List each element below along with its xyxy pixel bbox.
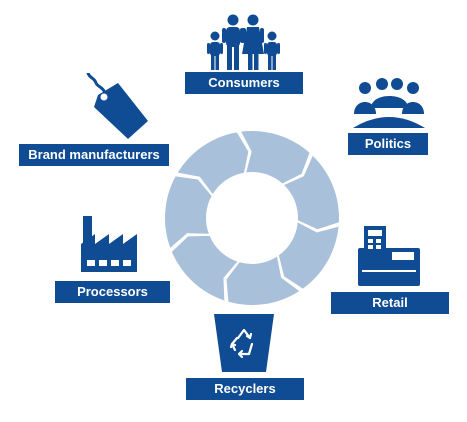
cycle-arrow-segment [226, 256, 300, 306]
cycle-arrow-segment [278, 222, 339, 289]
cycle-arrow-segment [171, 235, 238, 301]
family-icon [207, 14, 280, 70]
recycling-bin-icon [214, 314, 274, 372]
label-brand-manufacturers: Brand manufacturers [19, 144, 169, 166]
cycle-arrow-segment [177, 132, 249, 195]
meeting-icon [353, 78, 425, 128]
label-processors: Processors [55, 281, 170, 303]
cycle-arrow-segment [241, 131, 310, 184]
label-retail: Retail [331, 292, 449, 314]
price-tag-icon [86, 73, 148, 139]
label-consumers: Consumers [185, 72, 303, 94]
factory-icon [81, 216, 137, 272]
cycle-arrow-segment [165, 176, 212, 248]
label-recyclers: Recyclers [186, 378, 304, 400]
cash-register-icon [358, 226, 420, 286]
label-politics: Politics [348, 133, 428, 155]
cycle-arrow-segment [284, 155, 339, 230]
